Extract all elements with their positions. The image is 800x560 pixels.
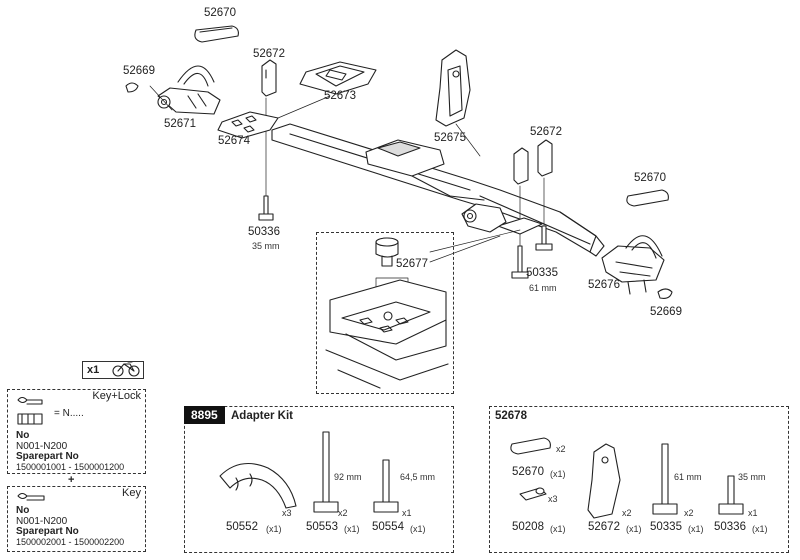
adapter-kit-title: Adapter Kit <box>231 410 293 422</box>
kit-item-qty-1: (x1) <box>550 469 566 479</box>
end-cap-52669-top <box>125 82 139 93</box>
part-label-52677: 52677 <box>396 258 428 270</box>
key-spare-label: Sparepart No <box>16 526 79 537</box>
kit-item-qty-3: (x1) <box>626 524 642 534</box>
key-no-label: No <box>16 505 30 516</box>
bolt-50336-kit <box>718 475 744 515</box>
part-label-52676: 52676 <box>588 279 620 291</box>
key-lock-number: = N..... <box>54 408 84 419</box>
key-icon <box>17 492 45 501</box>
fork-piece-52672-right-a <box>513 147 529 185</box>
strap-pad-52670-kit <box>510 437 551 455</box>
part-label-52671: 52671 <box>164 118 196 130</box>
adapter-item-mult-3: x1 <box>402 508 412 518</box>
strap-pad-52670-right <box>626 189 669 207</box>
spacer-50208 <box>519 487 547 501</box>
adapter-item-qty-1: (x1) <box>266 524 282 534</box>
part-label-50336: 50336 <box>248 226 280 238</box>
kit-item-length-4: 61 mm <box>674 472 702 482</box>
adapter-kit-number: 8895 <box>184 406 225 424</box>
kit-item-length-5: 35 mm <box>738 472 766 482</box>
wheel-holder-52671 <box>157 65 221 115</box>
kit-item-code-2: 50208 <box>512 521 544 533</box>
kit-item-mult-3: x2 <box>622 508 632 518</box>
part-label-52669-top: 52669 <box>123 65 155 77</box>
adapter-item-qty-3: (x1) <box>410 524 426 534</box>
part-label-52674: 52674 <box>218 135 250 147</box>
lock-detail-inset <box>316 232 454 394</box>
part-label-52675: 52675 <box>434 132 466 144</box>
frame-arm-52675 <box>435 49 471 127</box>
fork-piece-52672-right-b <box>537 139 553 177</box>
bolt-50553 <box>313 431 339 513</box>
kit-item-qty-4: (x1) <box>688 524 704 534</box>
adapter-item-code-1: 50552 <box>226 521 258 533</box>
part-label-50335: 50335 <box>526 267 558 279</box>
part-length-50335: 61 mm <box>529 283 557 293</box>
kit-item-qty-5: (x1) <box>752 524 768 534</box>
kit-item-qty-2: (x1) <box>550 524 566 534</box>
kit-item-code-1: 52670 <box>512 466 544 478</box>
adapter-item-code-3: 50554 <box>372 521 404 533</box>
lever-plate-52673 <box>299 61 377 95</box>
adapter-item-code-2: 50553 <box>306 521 338 533</box>
rail-center-lever <box>365 139 485 201</box>
key-lock-legend: Key+Lock = N..... No N001-N200 Sparepart… <box>7 389 146 474</box>
part-length-50336: 35 mm <box>252 241 280 251</box>
kit-item-code-3: 52672 <box>588 521 620 533</box>
bicycle-icon <box>112 361 140 377</box>
key-lock-spare-value: 1500001001 - 1500001200 <box>16 462 125 472</box>
part-label-52670-top: 52670 <box>204 7 236 19</box>
kit-52678-box: 52678 <box>489 406 789 553</box>
kit-item-code-5: 50336 <box>714 521 746 533</box>
wheel-holder-mid <box>461 203 507 233</box>
inset-rail-detail <box>325 279 449 389</box>
clamp-50552 <box>219 462 297 509</box>
bolt-50336 <box>258 195 274 221</box>
key-lock-icons <box>17 396 43 425</box>
part-label-52672-right: 52672 <box>530 126 562 138</box>
strap-pad-52670-top <box>194 25 239 43</box>
bolt-50554 <box>373 459 399 513</box>
bolt-50335-kit <box>652 443 678 515</box>
end-cap-52669-right <box>657 288 673 299</box>
key-legend: Key No N001-N200 Sparepart No 1500002001… <box>7 486 146 552</box>
key-lock-spare-label: Sparepart No <box>16 451 79 462</box>
kit-item-code-4: 50335 <box>650 521 682 533</box>
part-label-52673: 52673 <box>324 90 356 102</box>
key-title: Key <box>122 487 141 499</box>
adapter-item-length-3: 64,5 mm <box>400 472 436 482</box>
key-spare-value: 1500002001 - 1500002200 <box>16 537 125 547</box>
bolt-50335-b <box>535 225 553 251</box>
frame-arm-52672-kit <box>587 443 621 519</box>
part-label-52670-right: 52670 <box>634 172 666 184</box>
key-no-value: N001-N200 <box>16 516 68 527</box>
bike-count-box: x1 <box>82 361 144 379</box>
lock-cylinder-52677 <box>375 237 399 267</box>
adapter-kit-box: 8895 Adapter Kit <box>184 406 454 553</box>
adapter-item-mult-1: x3 <box>282 508 292 518</box>
key-lock-no-value: N001-N200 <box>16 441 68 452</box>
key-lock-title: Key+Lock <box>92 390 141 402</box>
kit-52678-number: 52678 <box>495 410 527 422</box>
wheel-holder-52676 <box>601 235 665 295</box>
kit-item-mult-1: x2 <box>556 444 566 454</box>
kit-item-mult-5: x1 <box>748 508 758 518</box>
fork-piece-52672-top <box>261 59 277 97</box>
key-lock-no-label: No <box>16 430 30 441</box>
kit-item-mult-4: x2 <box>684 508 694 518</box>
bike-count: x1 <box>87 364 100 376</box>
adapter-item-length-2: 92 mm <box>334 472 362 482</box>
part-label-52669-right: 52669 <box>650 306 682 318</box>
part-label-52672-top: 52672 <box>253 48 285 60</box>
adapter-item-mult-2: x2 <box>338 508 348 518</box>
bolt-50335-a <box>511 245 529 279</box>
legend-plus: + <box>68 474 75 486</box>
adapter-item-qty-2: (x1) <box>344 524 360 534</box>
base-plate-52674 <box>217 111 279 139</box>
kit-item-mult-2: x3 <box>548 494 558 504</box>
